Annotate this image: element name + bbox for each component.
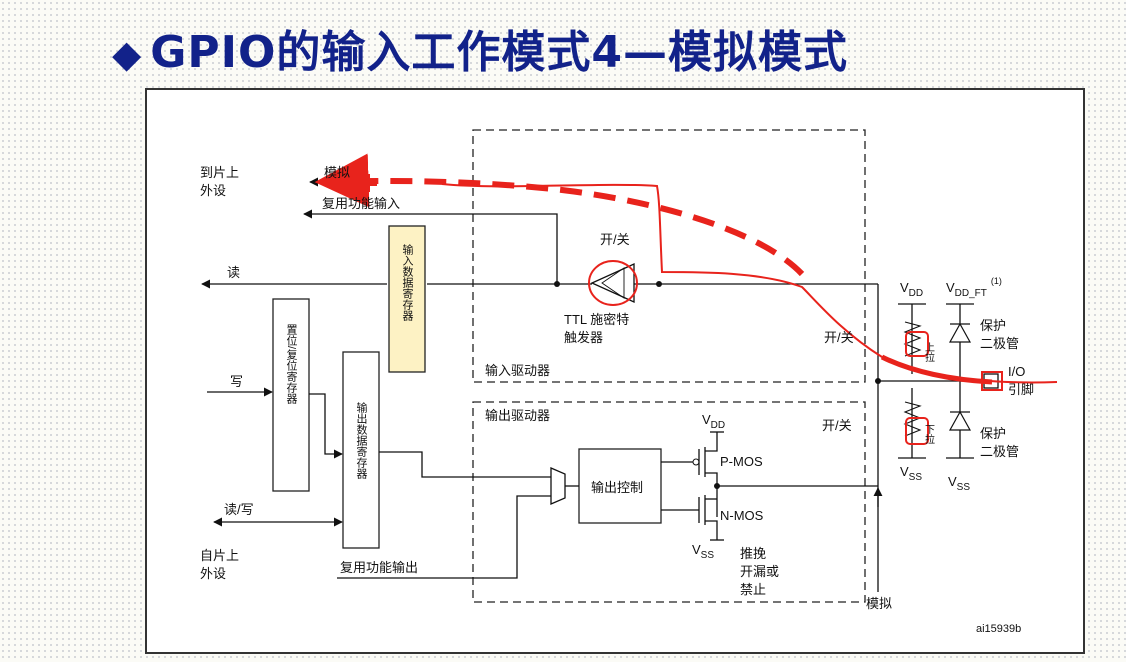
red-dashed-arrow: [314, 153, 805, 277]
switch-label-bottom: 开/关: [822, 418, 852, 433]
input-data-register-label: 输入数据寄存器: [401, 243, 414, 322]
red-circle-schmitt: [588, 260, 638, 306]
schmitt-label-1: TTL 施密特: [564, 312, 629, 327]
nmos-vss-label: VSS: [692, 542, 714, 561]
pulldown-vss-label: VSS: [900, 464, 922, 483]
pmos-label: P-MOS: [720, 454, 763, 469]
diode-vss-label: VSS: [948, 474, 970, 493]
slide-title: ◆GPIO的输入工作模式4—模拟模式: [112, 16, 848, 80]
slide-title-text: GPIO的输入工作模式4—模拟模式: [150, 27, 848, 78]
protect-diode-top-1: 保护: [980, 318, 1006, 333]
read-label: 读: [227, 265, 240, 280]
output-mux: [550, 467, 566, 505]
protection-diode-top: [948, 322, 972, 343]
pmos-vdd-label: VDD: [702, 412, 725, 431]
gpio-diagram-figure: 到片上 外设 模拟 复用功能输入 读 输入数据寄存器 开/关 TTL 施密特 触…: [145, 88, 1085, 654]
schmitt-label-2: 触发器: [564, 330, 603, 345]
figure-id-label: ai15939b: [976, 623, 1021, 635]
bsrr-register-label: 置位/复位寄存器: [285, 324, 298, 405]
input-driver-box: [472, 129, 866, 383]
output-driver-label: 输出驱动器: [485, 408, 550, 423]
schmitt-trigger-symbol: [590, 262, 635, 304]
output-data-register: [342, 351, 380, 549]
red-box-pulldown: [905, 417, 929, 445]
write-label: 写: [230, 374, 243, 389]
output-driver-box: [472, 401, 866, 603]
red-box-pullup: [905, 331, 929, 357]
pullup-vdd-label: VDD: [900, 280, 923, 299]
read-write-label: 读/写: [224, 502, 254, 517]
output-control-label: 输出控制: [591, 480, 643, 495]
vdd-ft-label: VDD_FT(1): [946, 276, 1002, 299]
output-control-block: [578, 448, 662, 524]
open-drain-label: 开漏或: [740, 564, 779, 579]
protect-diode-bottom-1: 保护: [980, 426, 1006, 441]
alt-func-input-label: 复用功能输入: [322, 196, 400, 211]
switch-label-top: 开/关: [600, 232, 630, 247]
from-chip-peripheral-line2: 外设: [200, 566, 226, 581]
alt-func-output-label: 复用功能输出: [340, 560, 418, 575]
gpio-block-diagram: 到片上 外设 模拟 复用功能输入 读 输入数据寄存器 开/关 TTL 施密特 触…: [200, 129, 1058, 635]
protect-diode-top-2: 二极管: [980, 336, 1019, 351]
disabled-label: 禁止: [740, 582, 766, 597]
analog-label: 模拟: [866, 596, 892, 611]
io-pin-label-1: I/O: [1008, 364, 1025, 379]
diamond-bullet-icon: ◆: [112, 32, 143, 76]
to-chip-peripheral-line2: 外设: [200, 183, 226, 198]
nmos-label: N-MOS: [720, 508, 764, 523]
to-chip-peripheral-line1: 到片上: [200, 165, 239, 180]
from-chip-peripheral-line1: 自片上: [200, 548, 239, 563]
output-data-register-label: 输出数据寄存器: [355, 401, 368, 480]
switch-label-mid: 开/关: [824, 330, 854, 345]
io-pin-label-2: 引脚: [1008, 382, 1034, 397]
red-box-io: [981, 371, 1003, 391]
bsrr-register: [272, 298, 310, 492]
input-data-register: [388, 225, 426, 373]
pull-up-label: 上拉: [923, 342, 935, 363]
input-driver-label: 输入驱动器: [485, 363, 550, 378]
push-pull-label: 推挽: [740, 546, 766, 561]
protection-diode-bottom: [948, 410, 972, 431]
analog-input-label: 模拟: [324, 165, 350, 180]
pull-down-label: 下拉: [923, 424, 935, 445]
protect-diode-bottom-2: 二极管: [980, 444, 1019, 459]
